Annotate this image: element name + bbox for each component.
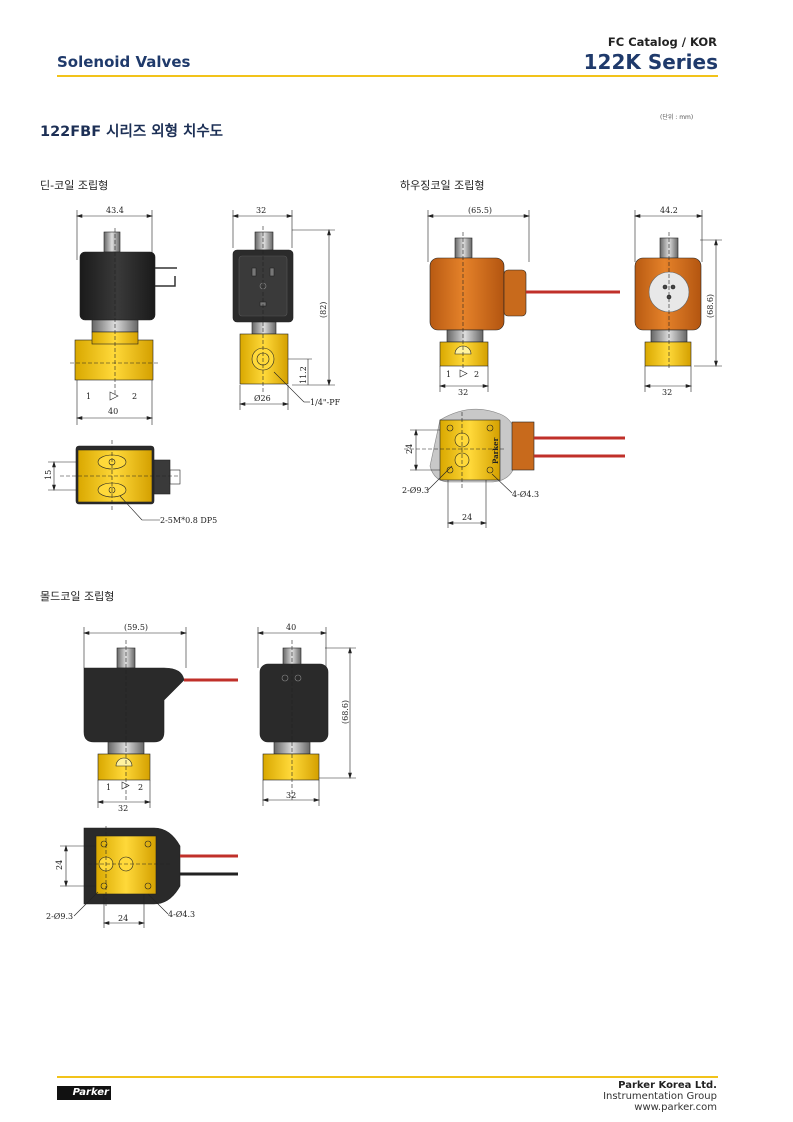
molded-top-dim-h: 24 [118,914,128,923]
housing-front-width-bottom: 32 [458,388,468,397]
footer-website[interactable]: www.parker.com [634,1102,717,1113]
housing-port-1: 1 [446,370,451,379]
housing-hole-a: 2-Ø9.3 [402,486,429,495]
molded-front-view [82,627,238,808]
din-side-width-top: 32 [256,206,266,215]
section-housing-label: 하우징코일 조립형 [400,179,485,192]
section-molded-label: 몰드코일 조립형 [40,590,115,603]
din-front-width-bottom: 40 [108,407,118,416]
housing-top-dim-h: 24 [462,513,472,522]
molded-port-1: 1 [106,783,111,792]
molded-top-view [60,826,238,928]
din-side-view [231,210,335,410]
molded-side-width-top: 40 [286,623,296,632]
din-front-width-top: 43.4 [106,206,124,215]
molded-front-width-top: (59.5) [124,623,148,632]
din-top-dim: 15 [44,470,53,480]
header-rule [57,75,718,77]
molded-top-dim-v: 24 [55,860,64,870]
housing-port-2: 2 [474,370,479,379]
footer-rule [57,1076,718,1078]
section-din-label: 딘-코일 조립형 [40,179,109,192]
footer-company: Parker Korea Ltd. [618,1080,717,1091]
din-top-thread: 2-5M*0.8 DP5 [160,516,217,525]
din-front-view [70,210,177,425]
housing-hole-b: 4-Ø4.3 [512,490,539,499]
molded-hole-b: 4-Ø4.3 [168,910,195,919]
page-title: 122FBF 시리즈 외형 치수도 [40,124,223,140]
housing-top-dim-v: 24 [405,444,414,454]
housing-brand-mark: Parker [491,437,500,464]
catalog-label: FC Catalog / KOR [607,35,717,49]
molded-port-2: 2 [138,783,143,792]
housing-front-width-top: (65.5) [468,206,492,215]
din-side-port-height: 11.2 [299,366,308,384]
din-side-thread: 1/4"-PF [310,398,341,407]
housing-side-width-top: 44.2 [660,206,678,215]
housing-side-width-bottom: 32 [662,388,672,397]
molded-side-height: (68.6) [341,700,350,724]
molded-side-view [256,627,356,806]
molded-side-width-bottom: 32 [286,791,296,800]
housing-side-view [633,210,722,392]
unit-note: (단위 : mm) [660,114,694,121]
din-port-2: 2 [132,392,137,401]
footer-group: Instrumentation Group [603,1091,717,1102]
housing-front-view [426,210,620,392]
molded-front-width-bottom: 32 [118,804,128,813]
series-title: 122K Series [583,50,718,74]
din-top-view [48,440,181,521]
section-title: Solenoid Valves [57,53,191,71]
din-side-dia: Ø26 [254,394,271,403]
housing-side-height: (68.6) [706,294,715,318]
parker-logo: Parker [57,1086,111,1100]
housing-top-view [404,408,625,528]
din-side-height: (82) [319,302,328,318]
din-port-1: 1 [86,392,91,401]
molded-hole-a: 2-Ø9.3 [46,912,73,921]
